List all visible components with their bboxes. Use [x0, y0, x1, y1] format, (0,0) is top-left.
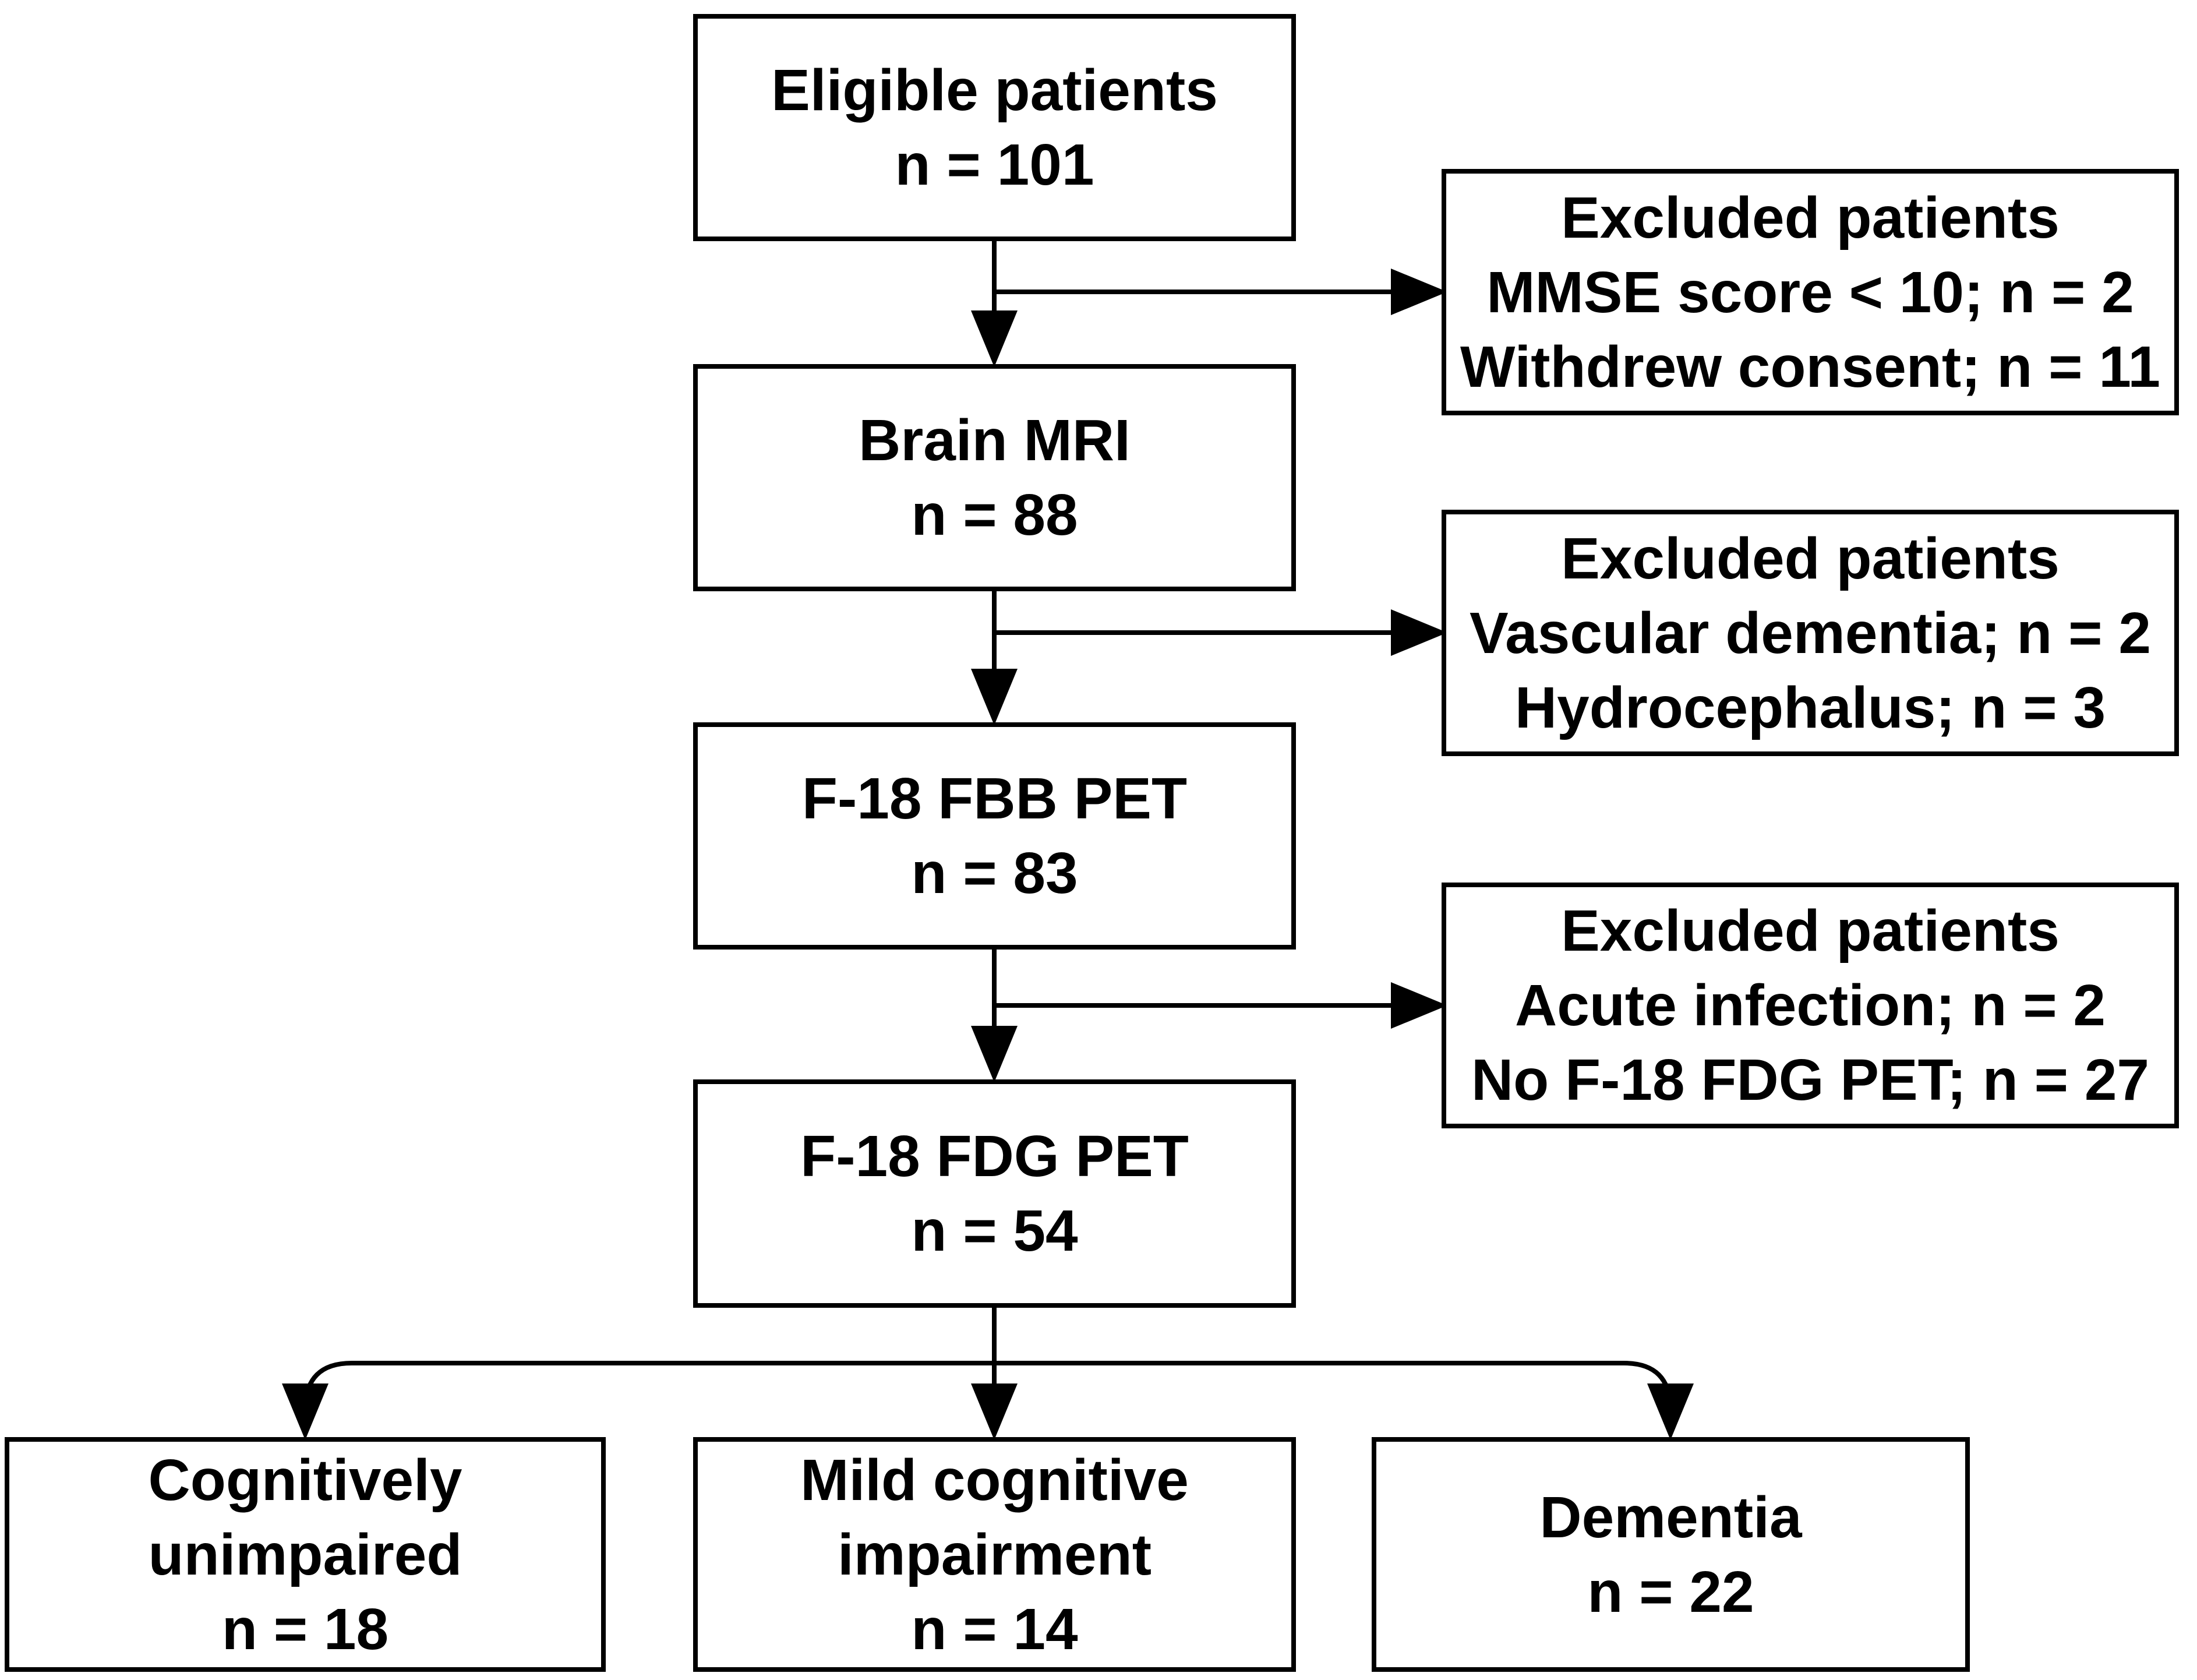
- node-line: Excluded patients: [1561, 525, 2060, 591]
- node-line: Brain MRI: [859, 408, 1131, 473]
- branch-bar: [303, 1361, 1673, 1416]
- node-dementia: Dementia n = 22: [1372, 1437, 1970, 1672]
- arrowhead-down-fbb: [971, 669, 1018, 725]
- node-line: Acute infection; n = 2: [1514, 973, 2106, 1038]
- node-line: Dementia: [1539, 1484, 1802, 1550]
- node-count: n = 54: [911, 1198, 1078, 1263]
- node-line: Hydrocephalus; n = 3: [1514, 675, 2106, 740]
- node-count: n = 18: [221, 1596, 389, 1662]
- node-line: Excluded patients: [1561, 185, 2060, 250]
- node-count: n = 101: [895, 132, 1094, 197]
- node-line: F-18 FBB PET: [801, 766, 1188, 831]
- node-line: MMSE score < 10; n = 2: [1486, 259, 2134, 325]
- arrowhead-down-mild-cognitive-impairment: [971, 1383, 1018, 1440]
- node-f18-fdg-pet: F-18 FDG PET n = 54: [693, 1079, 1296, 1308]
- node-line: Withdrew consent; n = 11: [1460, 334, 2161, 400]
- arrowhead-down-mri: [971, 310, 1018, 367]
- node-count: n = 22: [1587, 1559, 1754, 1625]
- node-excluded-after-fbb: Excluded patients Acute infection; n = 2…: [1442, 883, 2179, 1128]
- node-mild-cognitive-impairment: Mild cognitive impairment n = 14: [693, 1437, 1296, 1672]
- node-line: unimpaired: [148, 1522, 462, 1587]
- node-line: impairment: [837, 1522, 1152, 1587]
- node-eligible-patients: Eligible patients n = 101: [693, 14, 1296, 241]
- node-line: F-18 FDG PET: [800, 1124, 1189, 1189]
- node-count: n = 14: [911, 1596, 1078, 1662]
- node-brain-mri: Brain MRI n = 88: [693, 364, 1296, 591]
- node-line: No F-18 FDG PET; n = 27: [1471, 1047, 2150, 1113]
- arrowhead-right-excluded-1: [1391, 269, 1447, 315]
- arrowhead-down-cognitively-unimpaired: [282, 1383, 329, 1440]
- node-line: Cognitively: [148, 1447, 462, 1513]
- node-line: Excluded patients: [1561, 898, 2060, 963]
- node-cognitively-unimpaired: Cognitively unimpaired n = 18: [5, 1437, 606, 1672]
- arrowhead-right-excluded-3: [1391, 982, 1447, 1029]
- arrowhead-down-fdg: [971, 1026, 1018, 1082]
- node-line: Vascular dementia; n = 2: [1470, 600, 2151, 666]
- node-f18-fbb-pet: F-18 FBB PET n = 83: [693, 722, 1296, 950]
- node-excluded-after-mri: Excluded patients Vascular dementia; n =…: [1442, 510, 2179, 756]
- node-count: n = 83: [911, 841, 1078, 906]
- node-excluded-after-eligible: Excluded patients MMSE score < 10; n = 2…: [1442, 169, 2179, 415]
- node-count: n = 88: [911, 482, 1078, 548]
- arrowhead-right-excluded-2: [1391, 609, 1447, 656]
- node-line: Eligible patients: [771, 58, 1218, 123]
- node-line: Mild cognitive: [800, 1447, 1189, 1513]
- arrowhead-down-dementia: [1647, 1383, 1694, 1440]
